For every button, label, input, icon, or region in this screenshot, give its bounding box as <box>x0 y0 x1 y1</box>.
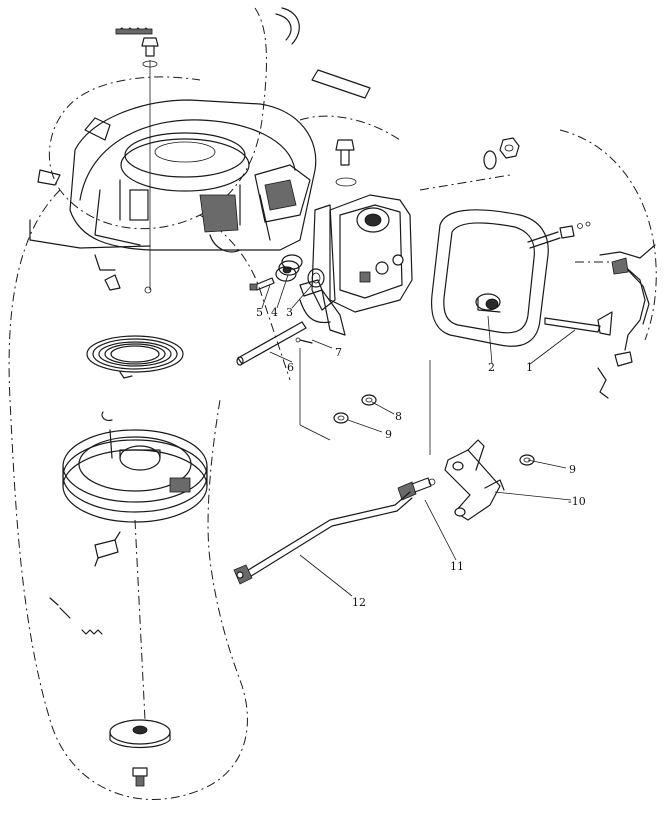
washer-part-9-left <box>333 412 349 424</box>
callout-labels: 1 2 3 4 5 6 7 8 9 9 -10 11 12 <box>256 306 586 609</box>
callout-6: 6 <box>287 361 294 374</box>
top-bolt-center-part <box>335 139 357 187</box>
callout-12: 12 <box>352 596 366 609</box>
gasket-strip-part <box>311 69 371 99</box>
callout-4: 4 <box>271 306 278 319</box>
starter-cup-part <box>109 719 171 749</box>
callout-10: -10 <box>568 495 586 508</box>
lever-part-10 <box>444 439 505 521</box>
nut-washer-parts <box>483 137 520 170</box>
callout-1: 1 <box>526 361 533 374</box>
callout-2: 2 <box>488 361 495 374</box>
curved-hose-part <box>275 7 300 45</box>
callout-3: 3 <box>286 306 293 319</box>
knob-part-2 <box>475 293 501 313</box>
connector-part-11 <box>397 477 436 501</box>
washer-part-8 <box>361 394 377 406</box>
small-spring-part <box>49 597 103 635</box>
recoil-pulley-reel <box>62 429 208 523</box>
right-cable-linkage <box>575 244 656 399</box>
bottom-bolt-part <box>132 767 148 787</box>
pin-part-7 <box>295 337 313 344</box>
washer-part-9-right <box>519 454 535 466</box>
center-shaft-line <box>134 519 146 721</box>
engine-cover-housing <box>29 99 317 294</box>
recoil-spring-coil <box>86 335 184 379</box>
callout-11: 11 <box>450 560 464 573</box>
spring-coil-part-4 <box>275 254 303 282</box>
callout-9-right: 9 <box>569 463 576 476</box>
callout-5: 5 <box>256 306 263 319</box>
clip-ring-part <box>101 411 113 421</box>
rod-part-12 <box>233 491 413 585</box>
pawl-part <box>94 531 121 567</box>
callout-8: 8 <box>395 410 402 423</box>
center-bracket-housing <box>299 194 413 336</box>
lever-pin-part-1 <box>544 311 613 336</box>
spring-top-part <box>115 27 153 35</box>
callout-9-left: 9 <box>385 428 392 441</box>
rectangular-frame-part <box>430 209 549 347</box>
screw-part-5 <box>249 277 275 291</box>
plate-part-3 <box>299 279 323 297</box>
phantom-outline-engine <box>8 7 657 800</box>
callout-7: 7 <box>335 346 342 359</box>
washer-part-3 <box>307 268 325 288</box>
top-bolt-part <box>141 37 159 290</box>
long-bolt-part <box>527 221 591 249</box>
shaft-part-6 <box>236 321 307 366</box>
leader-lines <box>261 274 576 597</box>
